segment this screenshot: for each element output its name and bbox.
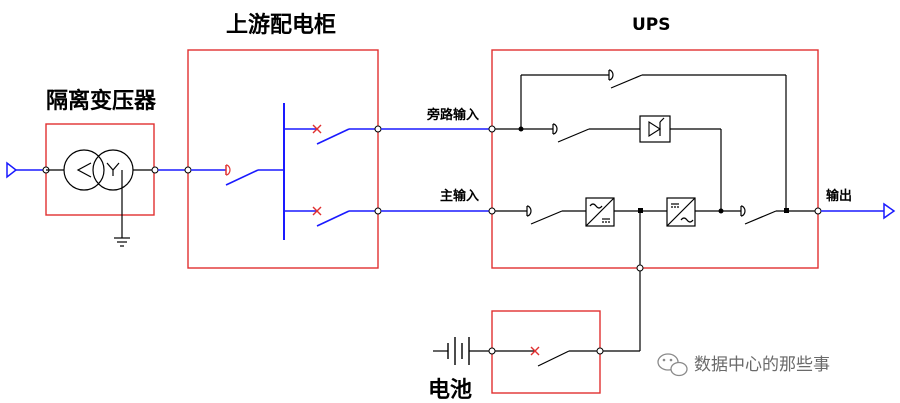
- battery-icon: [433, 337, 489, 365]
- ups-box: [491, 49, 819, 269]
- bypass-input-switch-icon: [552, 123, 590, 143]
- terminal: [814, 207, 822, 215]
- ups-label: UPS: [632, 15, 671, 35]
- output-node: [784, 208, 789, 213]
- main-input-label: 主输入: [440, 188, 479, 204]
- output-arrow-icon: [821, 202, 896, 220]
- terminal: [151, 166, 159, 174]
- bypass-feed-breaker-icon: [284, 124, 376, 145]
- terminal: [636, 264, 644, 272]
- maintenance-bypass-switch-icon: [608, 69, 643, 89]
- terminal: [488, 125, 496, 133]
- incoming-breaker-icon: [225, 164, 284, 186]
- terminal: [596, 347, 604, 355]
- terminal: [374, 207, 382, 215]
- battery-box: [491, 310, 601, 394]
- static-switch-icon: [639, 115, 671, 143]
- terminal: [488, 347, 496, 355]
- wechat-icon: [657, 353, 688, 377]
- upstream-cabinet-box: [187, 49, 379, 269]
- main-input-switch-icon: [526, 205, 563, 225]
- main-feed-breaker-icon: [284, 206, 376, 227]
- rectifier-icon: [585, 197, 615, 227]
- transformer-symbol-icon: [63, 149, 134, 191]
- transformer-label: 隔离变压器: [46, 88, 157, 114]
- upstream-cabinet-label: 上游配电柜: [226, 12, 336, 38]
- terminal: [374, 125, 382, 133]
- watermark-text: 数据中心的那些事: [694, 355, 830, 375]
- inverter-icon: [666, 197, 696, 227]
- output-label: 输出: [826, 188, 852, 204]
- junction-dot: [718, 208, 724, 214]
- terminal: [184, 166, 192, 174]
- input-arrow-icon: [6, 161, 46, 179]
- output-switch-icon: [740, 205, 777, 225]
- terminal: [488, 207, 496, 215]
- battery-label: 电池: [428, 378, 472, 403]
- ground-icon: [114, 170, 130, 247]
- bypass-input-label: 旁路输入: [426, 107, 479, 123]
- battery-breaker-icon: [530, 346, 570, 367]
- dc-bus-node: [638, 208, 643, 213]
